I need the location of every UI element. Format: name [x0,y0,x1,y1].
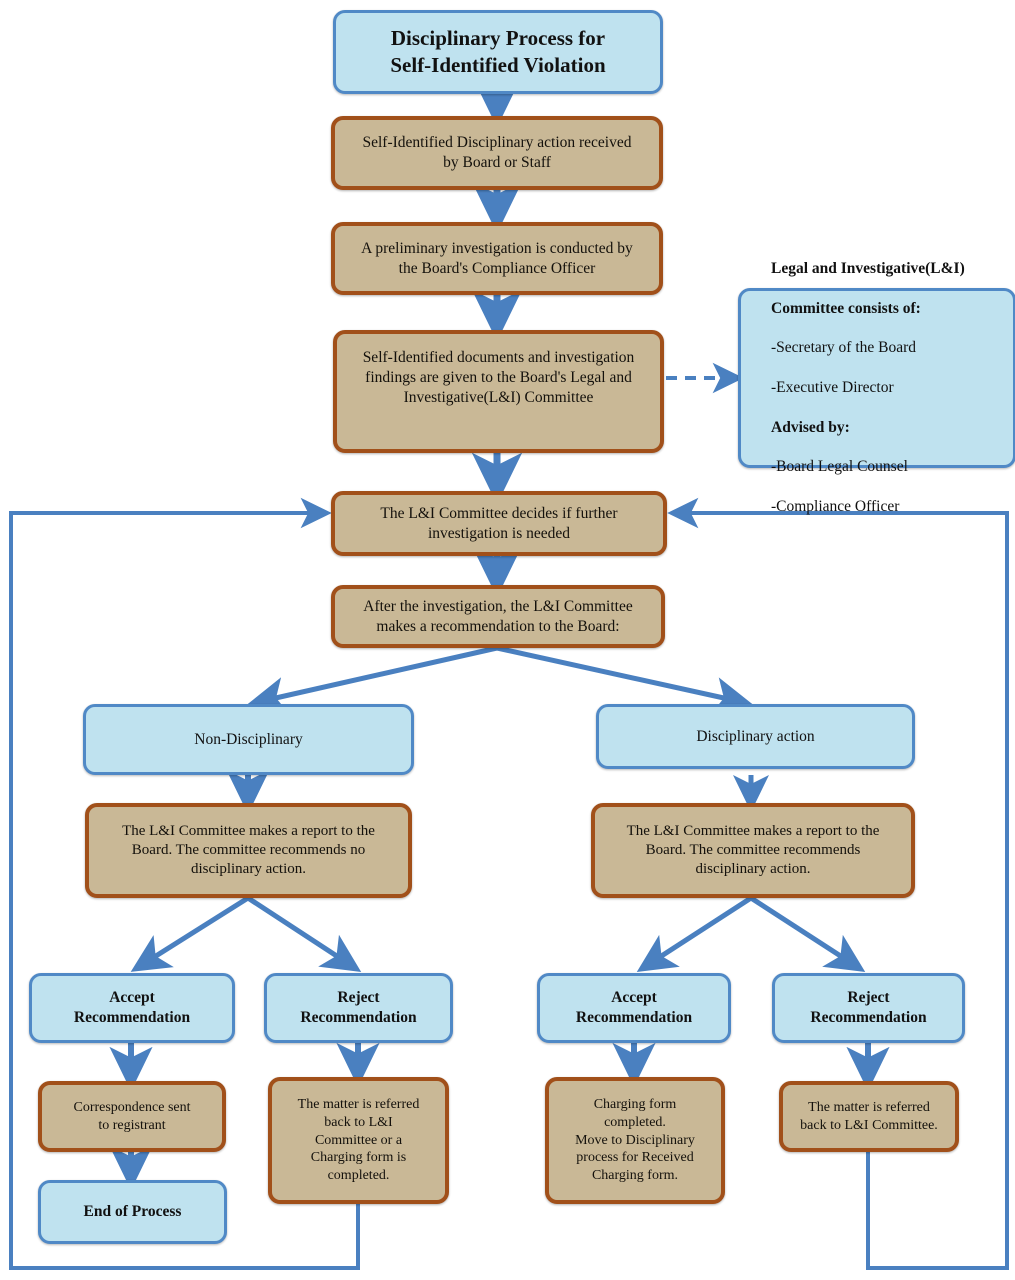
node-documents-given-text: Self-Identified documents and investigat… [362,349,635,406]
node-referred-back-to-committee: The matter is referred back to L&I Commi… [779,1081,959,1152]
node-preliminary-investigation: A preliminary investigation is conducted… [331,222,663,295]
node-accept-recommendation-left-text: Accept Recommendation [73,989,191,1026]
node-recommendation-to-board: After the investigation, the L&I Committ… [331,585,665,648]
committee-info-line-6: -Board Legal Counsel [771,458,908,476]
connector-report-action-to-accept [636,895,753,972]
connector-report-no-action-to-accept [130,895,250,972]
node-documents-given: Self-Identified documents and investigat… [333,330,664,453]
node-referred-back-or-charging-form: The matter is referred back to L&I Commi… [268,1077,449,1204]
node-accept-recommendation-left: Accept Recommendation [29,973,235,1043]
node-referred-back-or-charging-form-text: The matter is referred back to L&I Commi… [297,1096,420,1184]
node-accept-recommendation-right: Accept Recommendation [537,973,731,1043]
node-accept-recommendation-right-text: Accept Recommendation [575,989,693,1026]
node-charging-form-completed-text: Charging form completed. Move to Discipl… [575,1096,695,1184]
node-committee-info: Legal and Investigative(L&I) Committee c… [738,260,1015,515]
node-received-text: Self-Identified Disciplinary action rece… [362,134,632,171]
node-report-disciplinary-action: The L&I Committee makes a report to the … [591,803,915,898]
node-preliminary-investigation-text: A preliminary investigation is conducted… [361,239,633,277]
committee-info-line-1: Legal and Investigative(L&I) [771,260,965,278]
node-branch-disciplinary: Disciplinary action [596,704,915,769]
node-reject-recommendation-right-text: Reject Recommendation [810,989,927,1026]
node-report-no-disciplinary-action: The L&I Committee makes a report to the … [85,803,412,898]
node-decides-further-investigation-text: The L&I Committee decides if further inv… [380,504,618,542]
node-branch-non-disciplinary-text: Non-Disciplinary [194,730,303,748]
node-charging-form-completed: Charging form completed. Move to Discipl… [545,1077,725,1204]
node-reject-recommendation-right: Reject Recommendation [772,973,965,1043]
node-correspondence-sent: Correspondence sent to registrant [38,1081,226,1152]
committee-info-line-5: Advised by: [771,418,850,436]
node-correspondence-sent-text: Correspondence sent to registrant [73,1099,191,1133]
node-reject-recommendation-left: Reject Recommendation [264,973,453,1043]
node-reject-recommendation-left-text: Reject Recommendation [300,989,417,1026]
node-title: Disciplinary Process for Self-Identified… [333,10,663,94]
node-recommendation-to-board-text: After the investigation, the L&I Committ… [363,597,633,635]
committee-info-line-7: -Compliance Officer [771,497,900,515]
connector-recommendation-to-disciplinary [496,645,753,715]
node-report-disciplinary-action-text: The L&I Committee makes a report to the … [626,822,880,878]
committee-info-line-4: -Executive Director [771,379,894,396]
node-title-text: Disciplinary Process for Self-Identified… [390,26,606,77]
node-referred-back-to-committee-text: The matter is referred back to L&I Commi… [800,1099,938,1133]
committee-info-line-2: Committee consists of: [771,299,921,317]
node-branch-disciplinary-text: Disciplinary action [696,727,815,745]
committee-info-line-3: -Secretary of the Board [771,339,917,357]
node-received: Self-Identified Disciplinary action rece… [331,116,663,190]
node-end-of-process: End of Process [38,1180,227,1244]
node-decides-further-investigation: The L&I Committee decides if further inv… [331,491,667,556]
connector-report-action-to-reject [749,895,866,972]
connector-recommendation-to-non-disciplinary [247,645,498,715]
node-end-of-process-text: End of Process [83,1203,182,1221]
node-report-no-disciplinary-action-text: The L&I Committee makes a report to the … [122,822,375,878]
node-branch-non-disciplinary: Non-Disciplinary [83,704,414,775]
connector-report-no-action-to-reject [246,895,362,973]
